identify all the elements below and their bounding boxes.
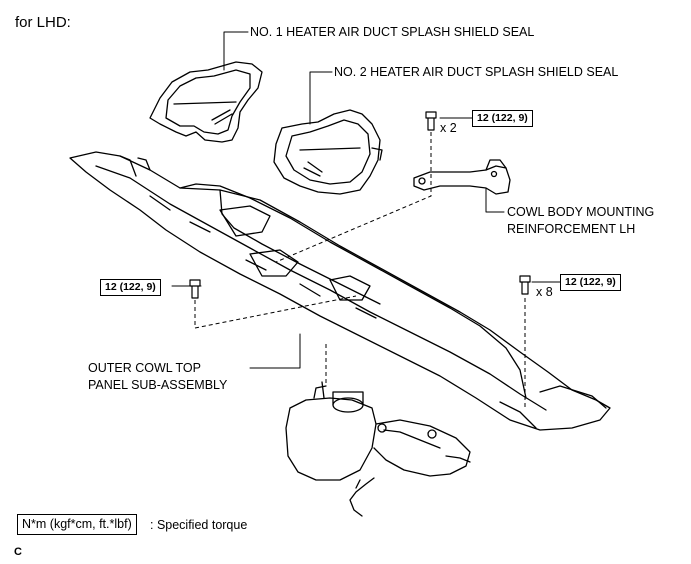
quantity-top: x 2 (440, 121, 457, 135)
reinforcement-label-line1: COWL BODY MOUNTING (507, 205, 655, 219)
seal2-label: NO. 2 HEATER AIR DUCT SPLASH SHIELD SEAL (334, 65, 619, 79)
bolt-icons (189, 111, 531, 299)
torque-box-right: 12 (122, 9) (560, 274, 621, 291)
dashed-guides (194, 132, 526, 410)
torque-box-left: 12 (122, 9) (100, 279, 161, 296)
reservoir-assembly-part (285, 381, 471, 517)
torque-box-top: 12 (122, 9) (472, 110, 533, 127)
legend-text: : Specified torque (150, 518, 248, 532)
no2-seal-part (273, 109, 383, 195)
reinforcement-label-line2: REINFORCEMENT LH (507, 222, 636, 236)
no1-seal-part (149, 61, 263, 143)
leader-lines (171, 31, 561, 369)
page-title: for LHD: (15, 14, 71, 31)
legend-torque-box: N*m (kgf*cm, ft.*lbf) (17, 514, 137, 535)
reinforcement-bracket-part (413, 159, 511, 195)
seal1-label: NO. 1 HEATER AIR DUCT SPLASH SHIELD SEAL (250, 25, 535, 39)
figure-code: C (14, 546, 22, 558)
cowl-top-panel-part (69, 151, 611, 431)
panel-label-line2: PANEL SUB-ASSEMBLY (88, 378, 228, 392)
panel-label-line1: OUTER COWL TOP (88, 361, 201, 375)
quantity-right: x 8 (536, 285, 553, 299)
